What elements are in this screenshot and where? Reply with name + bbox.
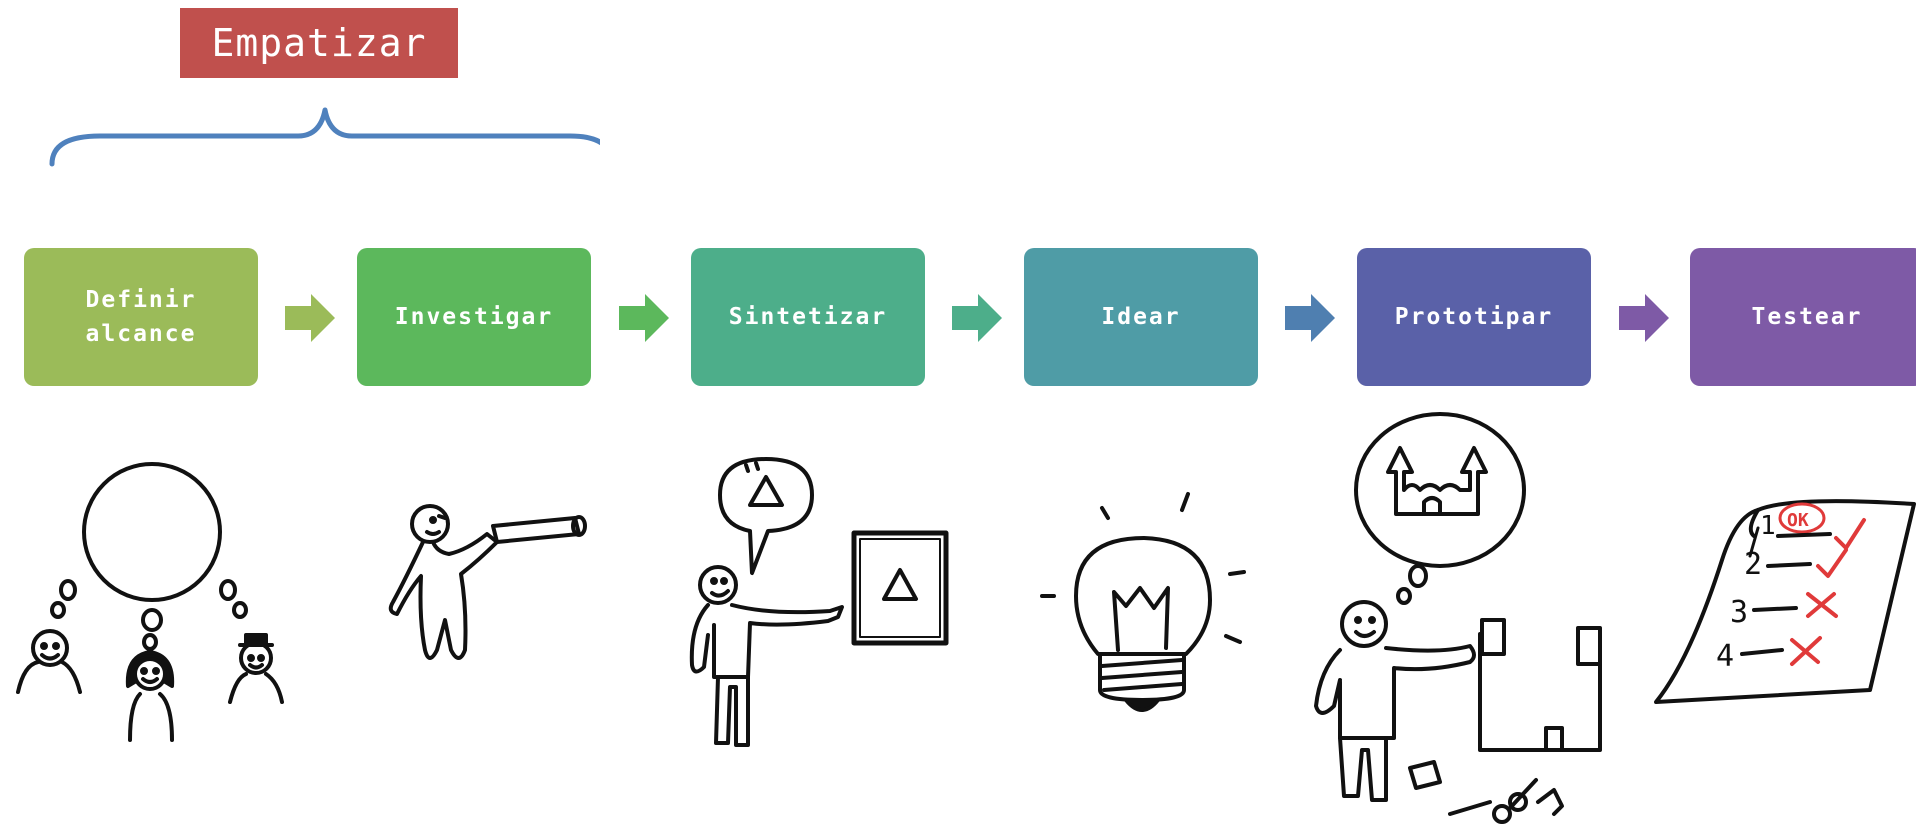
step-definir-alcance: Definir alcance: [24, 248, 258, 386]
checklist-number-1: 1: [1760, 511, 1776, 541]
phase-label-empatizar: Empatizar: [180, 8, 458, 78]
checklist-number-2: 2: [1744, 547, 1762, 582]
arrow-right-icon: [1285, 294, 1335, 342]
arrow-right-icon: [952, 294, 1002, 342]
checklist-number-3: 3: [1730, 595, 1748, 630]
checklist-number-4: 4: [1716, 639, 1734, 674]
person-building-castle-icon: [1300, 410, 1630, 837]
step-sintetizar: Sintetizar: [691, 248, 925, 386]
checklist-icon: 2 3 4 1 OK: [1650, 490, 1916, 720]
person-with-telescope-icon: [375, 490, 615, 710]
presenter-with-screen-icon: [670, 455, 970, 755]
thinking-people-icon: [10, 460, 300, 750]
step-investigar: Investigar: [357, 248, 591, 386]
light-bulb-icon: [1030, 488, 1260, 738]
step-prototipar: Prototipar: [1357, 248, 1591, 386]
arrow-right-icon: [1619, 294, 1669, 342]
step-testear: Testear: [1690, 248, 1916, 386]
arrow-right-icon: [285, 294, 335, 342]
phase-brace: [49, 107, 600, 167]
checklist-ok-badge: OK: [1787, 510, 1809, 531]
step-idear: Idear: [1024, 248, 1258, 386]
arrow-right-icon: [619, 294, 669, 342]
